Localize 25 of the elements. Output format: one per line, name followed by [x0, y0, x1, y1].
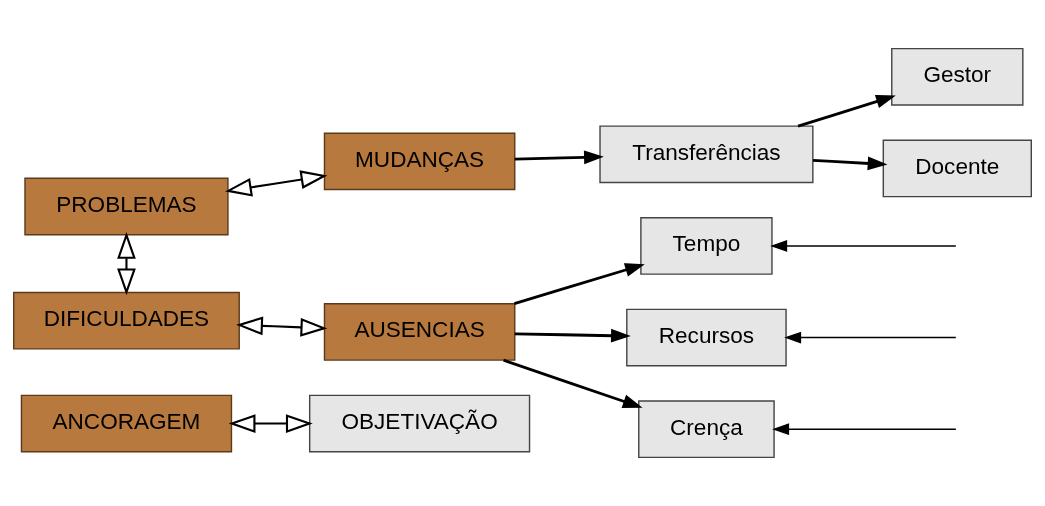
- node-box: DIFICULDADES: [13, 291, 240, 350]
- arrow: [770, 240, 957, 252]
- arrow: [514, 150, 604, 165]
- arrow: [772, 423, 957, 436]
- node-box: Gestor: [891, 47, 1024, 106]
- node-box: Transferências: [599, 125, 814, 184]
- node-box: ANCORAGEM: [20, 394, 233, 453]
- arrow: [812, 156, 888, 171]
- arrow: [228, 414, 313, 433]
- node-box: Tempo: [640, 217, 773, 275]
- node-box: AUSENCIAS: [323, 303, 516, 361]
- node-box: PROBLEMAS: [24, 177, 229, 236]
- arrow: [514, 263, 645, 305]
- node-box: Docente: [882, 139, 1032, 198]
- arrow: [225, 170, 328, 197]
- node-box: OBJETIVAÇÃO: [308, 394, 531, 453]
- node-box: Crença: [638, 400, 775, 459]
- arrow: [797, 94, 896, 128]
- arrow: [117, 232, 136, 296]
- arrow: [236, 316, 328, 337]
- arrow: [503, 358, 643, 408]
- node-box: Recursos: [626, 308, 787, 367]
- node-box: MUDANÇAS: [323, 132, 516, 191]
- arrow: [784, 331, 957, 344]
- arrow: [514, 328, 631, 343]
